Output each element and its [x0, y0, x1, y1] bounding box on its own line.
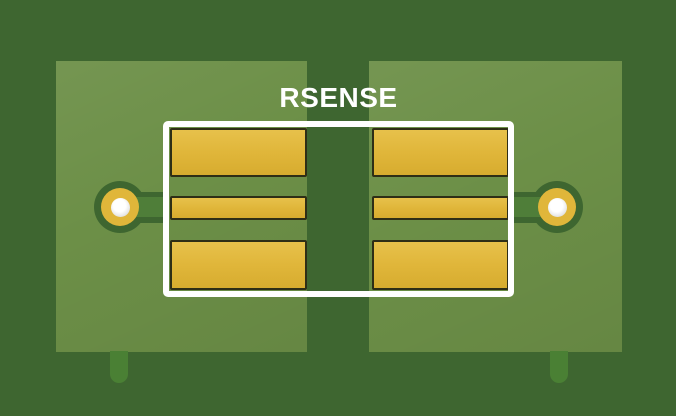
rsense-label: RSENSE	[279, 82, 398, 113]
pad-right-top	[372, 128, 509, 177]
via-hole-left	[111, 198, 130, 217]
pad-right-bottom	[372, 240, 509, 290]
courtyard-outline	[163, 121, 514, 297]
plane-stub-left	[110, 351, 128, 383]
via-hole-right	[548, 198, 567, 217]
pad-right-middle	[372, 196, 509, 220]
pad-left-middle	[170, 196, 307, 220]
pad-left-top	[170, 128, 307, 177]
plane-stub-right	[550, 351, 568, 383]
pad-left-bottom	[170, 240, 307, 290]
